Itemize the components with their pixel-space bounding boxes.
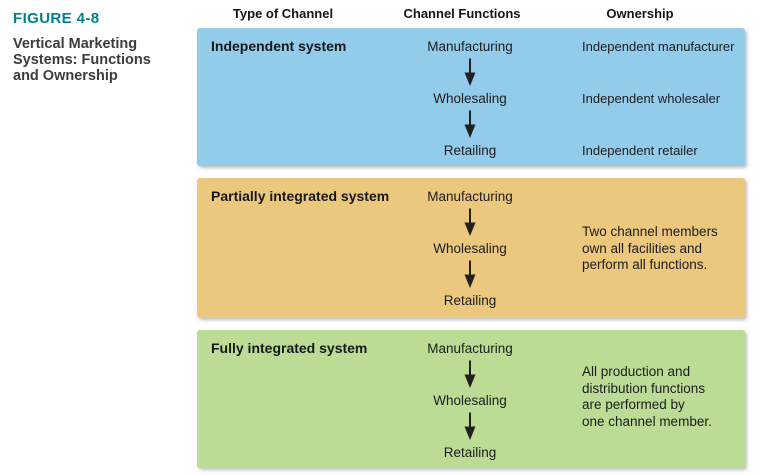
function-manufacturing: Manufacturing <box>427 189 513 204</box>
ownership-note-line-1: All production and <box>582 364 691 379</box>
column-header-ownership: Ownership <box>606 6 674 21</box>
system-name: Independent system <box>211 38 347 54</box>
ownership-note-line-3: are performed by <box>582 397 685 412</box>
figure-caption: FIGURE 4-8 Vertical Marketing Systems: F… <box>13 10 193 84</box>
figure-title-line-2: Systems: Functions <box>13 52 151 68</box>
ownership-note-line-3: perform all functions. <box>582 257 708 272</box>
down-arrow-icon <box>460 260 480 288</box>
figure-title: Vertical Marketing Systems: Functions an… <box>13 36 193 84</box>
ownership-independent-wholesaler: Independent wholesaler <box>582 91 721 106</box>
function-wholesaling: Wholesaling <box>433 393 507 408</box>
ownership-note-line-2: own all facilities and <box>582 240 703 256</box>
ownership-note-line-1: Two channel members <box>582 224 718 239</box>
column-headers: Type of Channel Channel Functions Owners… <box>197 0 745 28</box>
ownership-note-line-2: distribution functions <box>582 380 706 396</box>
down-arrow-icon <box>460 208 480 236</box>
function-retailing: Retailing <box>443 143 497 158</box>
ownership-note: Two channel members own all facilities a… <box>582 224 752 274</box>
ownership-note: All production and distribution function… <box>582 364 752 430</box>
system-name: Fully integrated system <box>211 340 368 356</box>
down-arrow-icon <box>460 360 480 388</box>
figure-title-line-1: Vertical Marketing <box>13 36 138 52</box>
ownership-note-line-4: one channel member. <box>582 413 712 429</box>
fully-integrated-system-box: Fully integrated system Manufacturing Wh… <box>197 330 745 468</box>
down-arrow-icon <box>460 58 480 86</box>
function-retailing: Retailing <box>443 293 497 308</box>
figure-title-line-3: and Ownership <box>13 68 118 84</box>
column-header-channel-functions: Channel Functions <box>403 6 521 21</box>
system-name: Partially integrated system <box>211 188 390 204</box>
function-wholesaling: Wholesaling <box>433 241 507 256</box>
function-manufacturing: Manufacturing <box>427 341 513 356</box>
column-header-type-of-channel: Type of Channel <box>232 6 334 21</box>
function-manufacturing: Manufacturing <box>427 39 513 54</box>
figure-number-label: FIGURE 4-8 <box>13 10 100 27</box>
ownership-independent-manufacturer: Independent manufacturer <box>582 39 735 54</box>
partially-integrated-system-box: Partially integrated system Manufacturin… <box>197 178 745 318</box>
down-arrow-icon <box>460 412 480 440</box>
function-wholesaling: Wholesaling <box>433 91 507 106</box>
function-retailing: Retailing <box>443 445 497 460</box>
ownership-independent-retailer: Independent retailer <box>582 143 698 158</box>
independent-system-box: Independent system Manufacturing Wholesa… <box>197 28 745 166</box>
down-arrow-icon <box>460 110 480 138</box>
diagram-area: Type of Channel Channel Functions Owners… <box>197 0 745 468</box>
